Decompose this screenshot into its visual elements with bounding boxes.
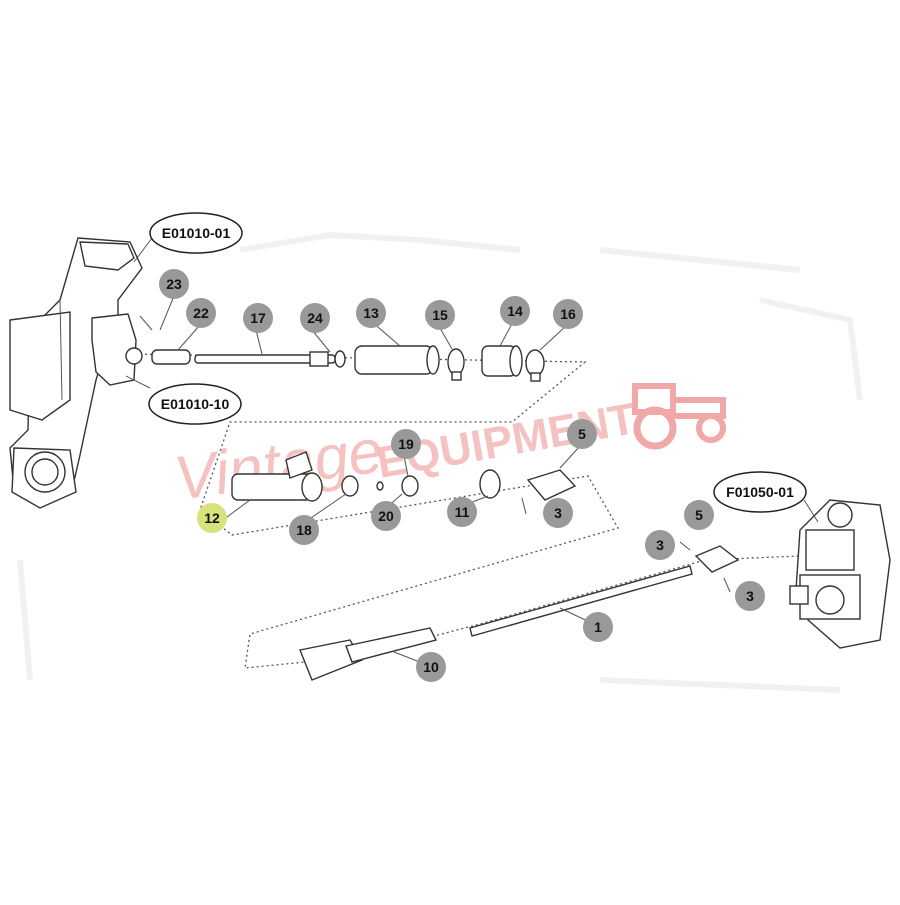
callout-18-circle [289,515,319,545]
callout-11-text: 11 [455,504,470,520]
part-24-ring [334,350,346,368]
callout-24-text: 24 [307,310,323,326]
callout-22: 22 [186,298,216,328]
part-16-clamp [525,349,545,377]
part-18-ring [341,475,359,497]
callout-23: 23 [159,269,189,299]
part-20-ring [376,481,384,491]
part-13-tube [354,345,434,375]
callout-3a-text: 3 [554,505,562,521]
ref-f01050-01-text: F01050-01 [726,484,794,500]
callout-16-circle [553,299,583,329]
callout-13-circle [356,298,386,328]
ref-e01010-10: E01010-10 [148,383,242,425]
ref-e01010-01-text: E01010-01 [162,225,231,241]
callout-15-circle [425,300,455,330]
callout-11: 11 [447,497,477,527]
callout-14: 14 [500,296,530,326]
callout-5a: 5 [567,419,597,449]
callout-19: 19 [391,429,421,459]
callout-23-text: 23 [166,276,182,292]
callout-20: 20 [371,501,401,531]
ref-e01010-10-text: E01010-10 [161,396,230,412]
part-5-ujoint-a [526,469,577,501]
callout-1-text: 1 [594,619,602,635]
part-19-bearing [401,475,419,497]
callout-badges: 23 22 17 24 13 15 14 16 19 5 12 18 20 11 3 5 3 3 1 10 [159,269,765,682]
callout-13: 13 [356,298,386,328]
callout-5a-circle [567,419,597,449]
callout-19-text: 19 [398,436,414,452]
part-1-shaft [469,565,693,637]
callout-3a: 3 [543,498,573,528]
callout-13-text: 13 [363,305,379,321]
part-5-ujoint-b [694,545,740,573]
callout-3b: 3 [645,530,675,560]
ref-f01050-01: F01050-01 [713,471,807,513]
callout-19-circle [391,429,421,459]
callout-15: 15 [425,300,455,330]
callout-22-circle [186,298,216,328]
middle-row-parts [231,451,577,515]
part-15-clamp [447,348,465,376]
callout-16: 16 [553,299,583,329]
callout-3a-circle [543,498,573,528]
callout-10-circle [416,652,446,682]
part-17-end [309,351,329,367]
callout-3b-circle [645,530,675,560]
callout-20-text: 20 [378,508,394,524]
callout-17-circle [243,303,273,333]
callout-11-circle [447,497,477,527]
callout-3c-text: 3 [746,588,754,604]
callout-12: 12 [197,503,227,533]
callout-24: 24 [300,303,330,333]
part-10-shaft [345,627,438,663]
callout-18-text: 18 [296,522,312,538]
callout-3c-circle [735,581,765,611]
callout-3c: 3 [735,581,765,611]
part-22-sleeve [151,349,191,365]
part-12-column [231,473,313,501]
callout-20-circle [371,501,401,531]
callout-12-text: 12 [204,510,220,526]
callout-5b-circle [684,500,714,530]
callout-12-highlight [197,503,227,533]
tractor-logo-icon [632,383,726,450]
callout-17: 17 [243,303,273,333]
callout-17-text: 17 [250,310,266,326]
assembly-lines [129,353,801,669]
callout-14-text: 14 [507,303,523,319]
callout-22-text: 22 [193,305,209,321]
callout-18: 18 [289,515,319,545]
callout-10-text: 10 [423,659,439,675]
callout-1: 1 [583,612,613,642]
callout-16-text: 16 [560,306,576,322]
callout-1-circle [583,612,613,642]
ref-e01010-01: E01010-01 [149,212,243,254]
callout-5b: 5 [684,500,714,530]
callout-23-circle [159,269,189,299]
callout-14-circle [500,296,530,326]
upper-shaft-parts [139,315,545,382]
callout-10: 10 [416,652,446,682]
part-11-clip [479,469,501,499]
steering-box-right [789,499,891,649]
callout-24-circle [300,303,330,333]
steering-housing-left [9,237,143,509]
lower-shaft-parts [299,541,740,681]
callout-15-text: 15 [432,307,448,323]
callout-5a-text: 5 [578,426,586,442]
callout-5b-text: 5 [695,507,703,523]
callout-3b-text: 3 [656,537,664,553]
